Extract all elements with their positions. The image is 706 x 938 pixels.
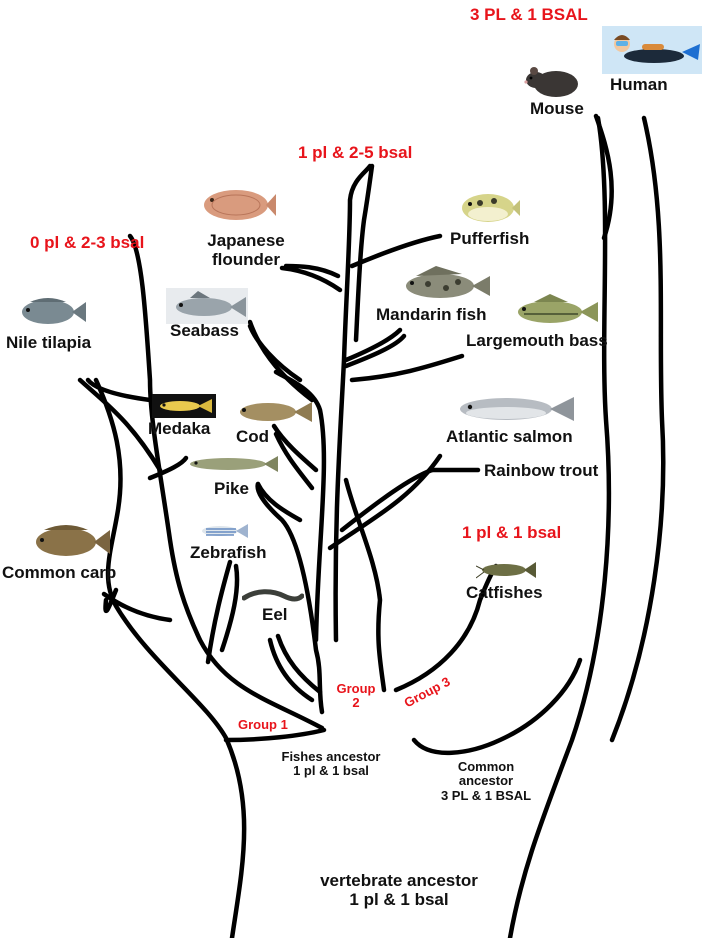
group2-up-right — [333, 163, 373, 643]
mouse-picture — [524, 67, 578, 97]
seabass-picture — [166, 288, 248, 324]
label-eel: Eel — [262, 605, 288, 624]
vertebrate-ancestor: vertebrate ancestor 1 pl & 1 bsal — [314, 871, 484, 909]
cod-branch-2 — [273, 431, 315, 491]
label-rainbow-trout: Rainbow trout — [484, 461, 599, 480]
zebrafish-branch — [205, 559, 233, 665]
group2-up-left — [273, 369, 327, 643]
group2-label: Group 2 — [334, 681, 378, 711]
flounder-branch-2 — [283, 263, 341, 279]
human-branch — [609, 115, 666, 743]
eel-branch-2 — [267, 637, 315, 703]
cod-picture — [240, 402, 312, 422]
label-japanese-flounder-line2: flounder — [212, 249, 280, 269]
group1-close — [223, 727, 327, 743]
annotation-group1-top: 0 pl & 2-3 bsal — [30, 233, 145, 252]
carp-branch — [103, 587, 119, 614]
human-diver-picture — [602, 26, 702, 74]
annotation-group2-top: 1 pl & 2-5 bsal — [298, 143, 413, 162]
common-ancestor-line3: 3 PL & 1 BSAL — [440, 787, 532, 803]
salmon-branch — [327, 453, 443, 551]
nile-tilapia-picture — [22, 298, 86, 324]
annotation-catfish: 1 pl & 1 bsal — [462, 523, 562, 542]
label-largemouth-bass: Largemouth bass — [466, 331, 608, 350]
group2-label-line2: 2 — [352, 695, 360, 711]
vertebrate-ancestor-line2: 1 pl & 1 bsal — [349, 889, 449, 909]
zebrafish-picture — [202, 524, 248, 538]
medaka-picture — [152, 394, 216, 418]
eel-branch — [275, 633, 323, 695]
catfish-branch — [411, 657, 583, 755]
tilapia-branch — [77, 377, 163, 473]
common-ancestor-line2: ancestor — [458, 773, 514, 789]
zebrafish-branch-2 — [219, 563, 240, 653]
label-common-carp: Common carp — [2, 563, 117, 582]
common-ancestor: Common ancestor 3 PL & 1 BSAL — [426, 759, 546, 803]
catfish-picture — [476, 562, 536, 579]
group2-up-right-2 — [353, 163, 375, 343]
label-mandarin-fish: Mandarin fish — [376, 305, 487, 324]
fishes-ancestor-line1: Fishes ancestor — [281, 749, 381, 764]
mandarin-branch-2 — [343, 333, 407, 369]
japanese-flounder-picture — [204, 190, 276, 220]
trunk-left — [93, 377, 247, 938]
pike-picture — [190, 456, 278, 472]
fishes-ancestor: Fishes ancestor 1 pl & 1 bsal — [276, 749, 386, 779]
group3-main — [343, 477, 387, 693]
label-seabass: Seabass — [170, 321, 239, 340]
vertebrate-ancestor-line1: vertebrate ancestor — [320, 871, 478, 890]
label-atlantic-salmon: Atlantic salmon — [446, 427, 573, 446]
pufferfish-picture — [462, 194, 520, 222]
label-nile-tilapia: Nile tilapia — [6, 333, 92, 352]
mouse-branch — [593, 113, 614, 241]
eel-picture — [242, 589, 304, 602]
trunk-right — [507, 115, 612, 938]
annotation-mammals: 3 PL & 1 BSAL — [470, 5, 588, 24]
largemouth-bass-picture — [518, 294, 598, 323]
pike-branch — [255, 481, 303, 523]
puffer-branch — [349, 233, 443, 269]
seabass-branch-2 — [247, 323, 303, 383]
flounder-branch — [279, 265, 343, 293]
label-medaka: Medaka — [148, 419, 211, 438]
carp-branch-2 — [101, 591, 173, 623]
cod-branch — [271, 423, 319, 473]
group1-main — [127, 233, 325, 731]
label-mouse: Mouse — [530, 99, 584, 118]
atlantic-salmon-picture — [460, 397, 574, 421]
label-cod: Cod — [236, 427, 270, 446]
tilapia-branch-2 — [85, 377, 153, 403]
fishes-ancestor-line2: 1 pl & 1 bsal — [293, 763, 369, 779]
label-zebrafish: Zebrafish — [190, 543, 267, 562]
label-pufferfish: Pufferfish — [450, 229, 530, 248]
mandarin-fish-picture — [406, 266, 490, 298]
group2-label-line1: Group — [336, 681, 376, 696]
label-japanese-flounder: Japanese flounder — [196, 231, 296, 269]
group1-label: Group 1 — [238, 717, 288, 732]
trout-branch — [339, 467, 435, 533]
mandarin-branch — [343, 327, 403, 363]
label-catfishes: Catfishes — [466, 583, 543, 602]
common-ancestor-line1: Common — [457, 759, 515, 774]
group2-main — [255, 481, 325, 715]
label-pike: Pike — [214, 479, 249, 498]
medaka-branch — [147, 455, 189, 481]
largemouth-branch — [349, 353, 465, 383]
label-japanese-flounder-line1: Japanese — [207, 231, 285, 250]
label-human: Human — [610, 75, 668, 94]
common-carp-picture — [36, 525, 110, 556]
